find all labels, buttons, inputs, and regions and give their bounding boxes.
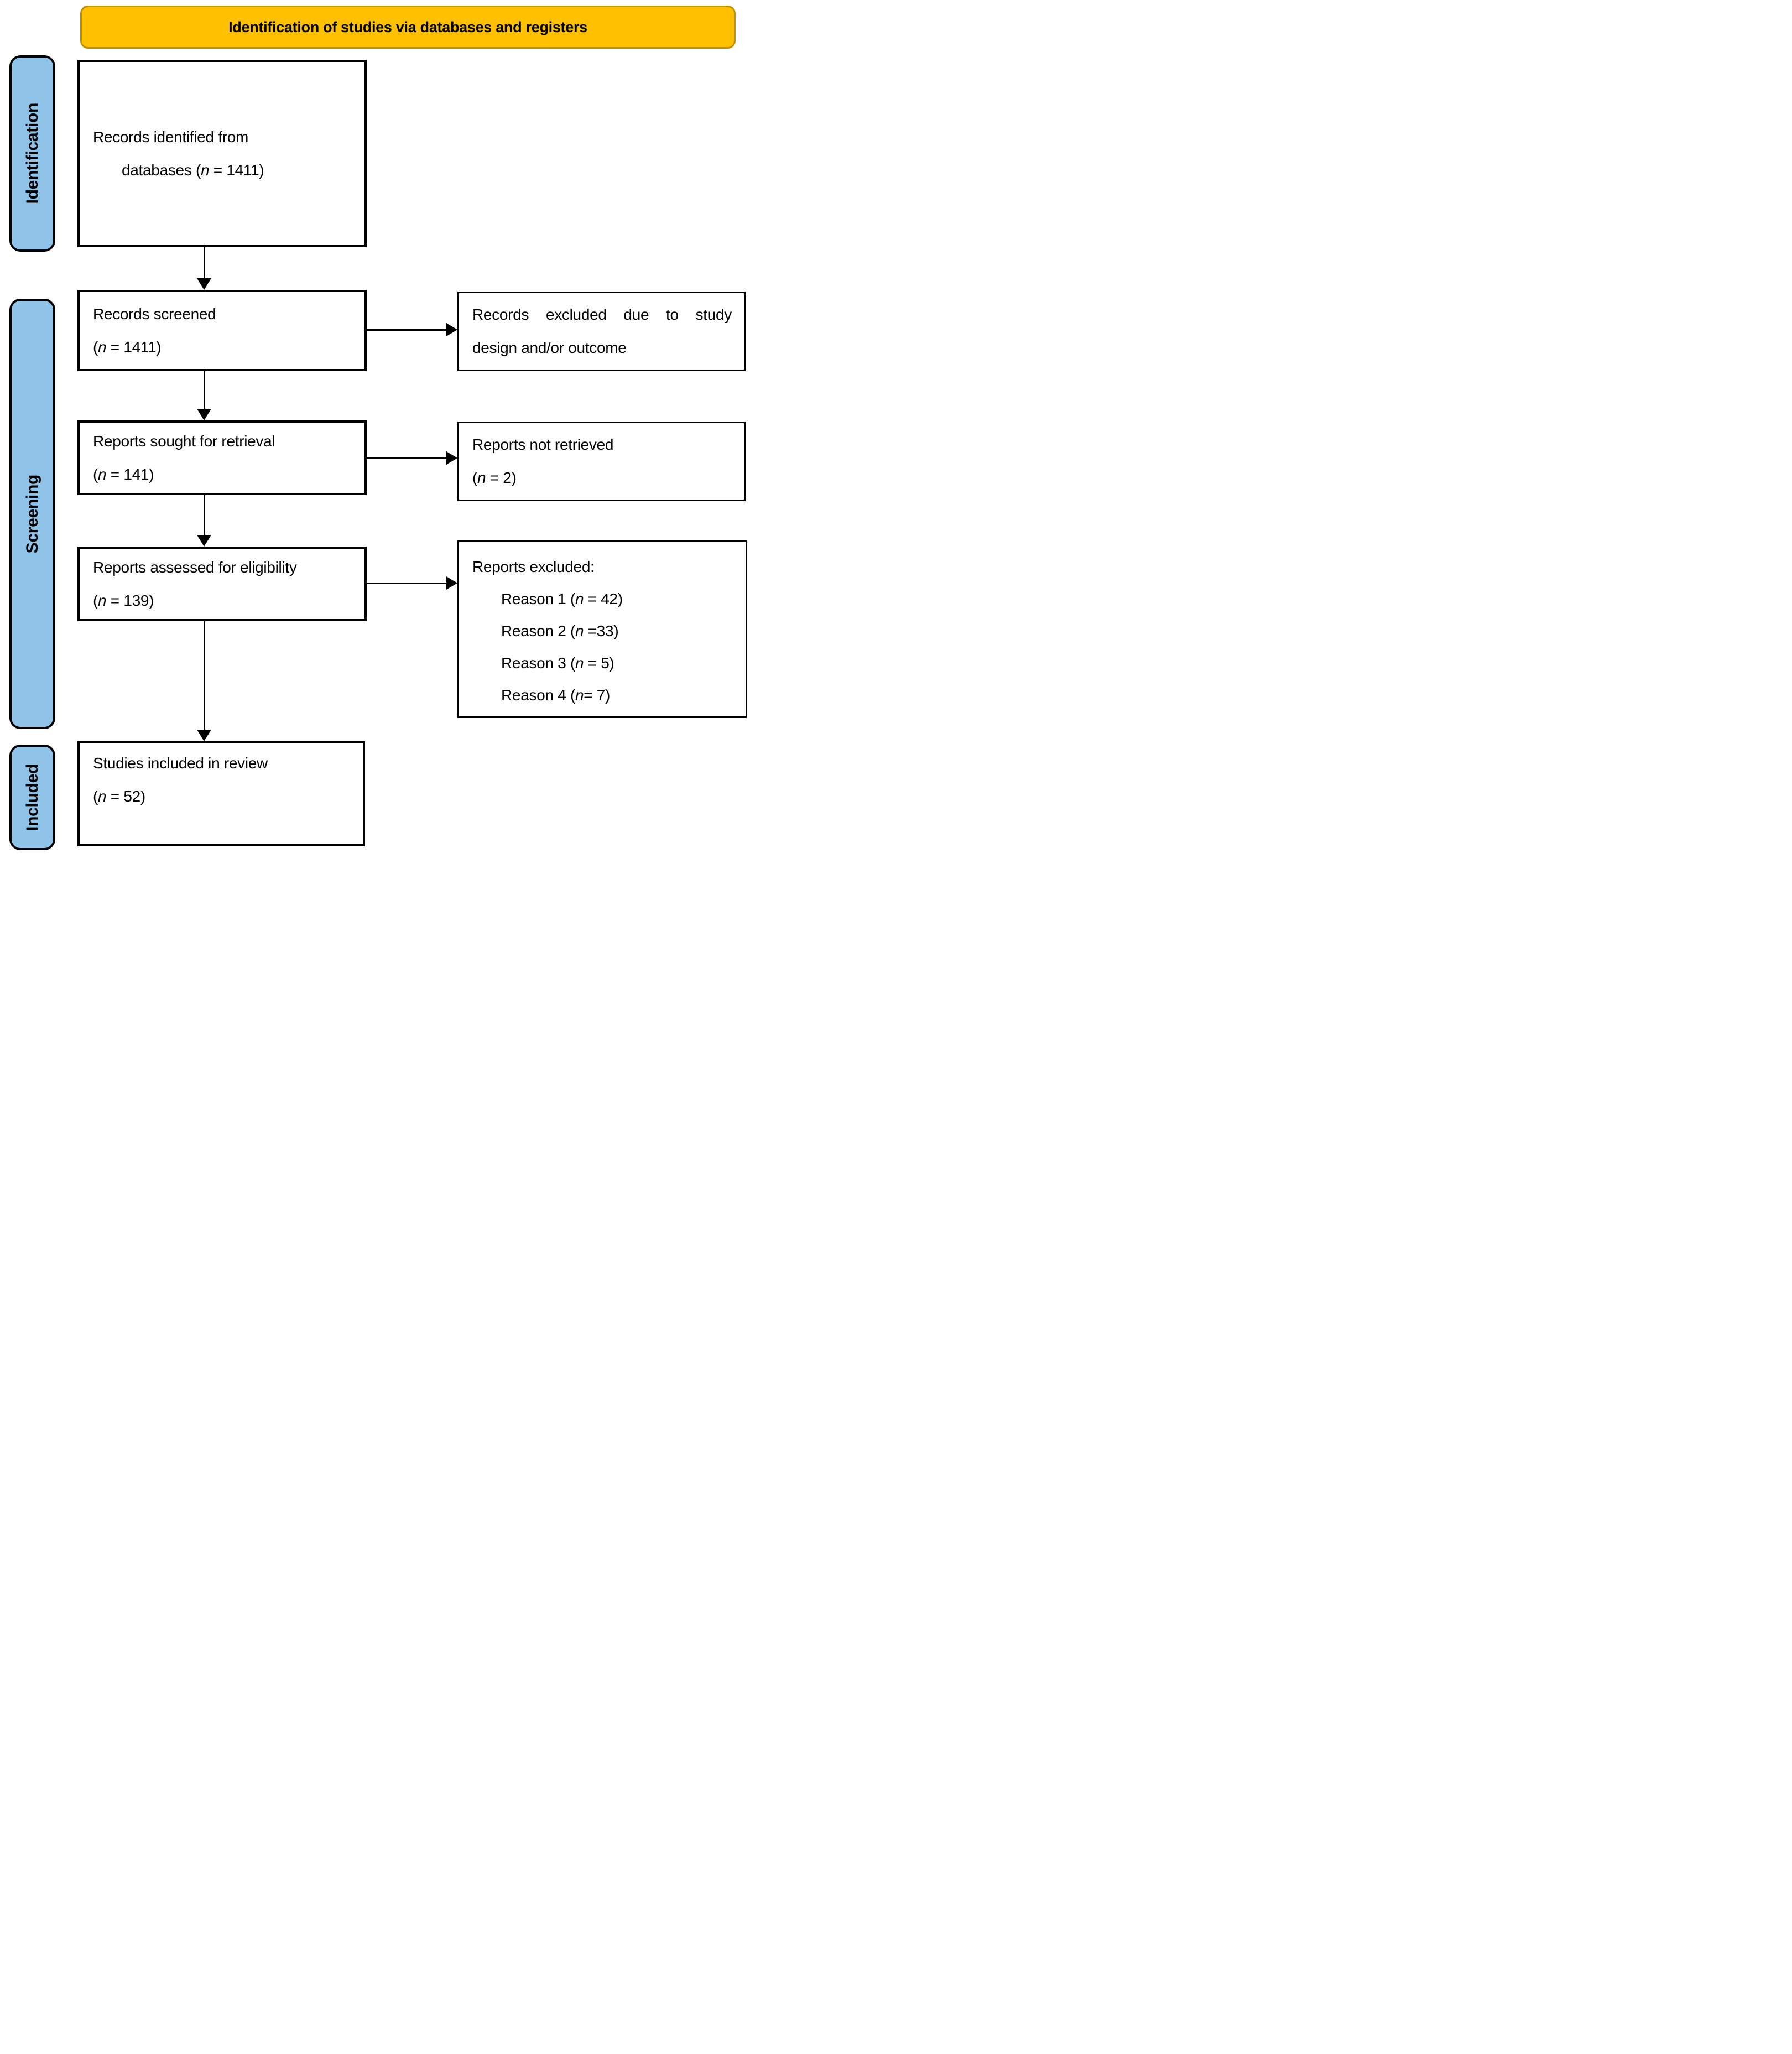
text-segment: Reason 3 ( bbox=[501, 654, 575, 672]
arrow-stem bbox=[367, 329, 449, 331]
arrow-head-right bbox=[446, 323, 457, 336]
n-italic: n bbox=[575, 654, 584, 672]
text-segment: Reason 2 ( bbox=[501, 622, 575, 639]
records-screened-line1: Records screened bbox=[93, 305, 216, 323]
arrow-stem bbox=[367, 457, 449, 459]
arrow-stem bbox=[204, 495, 205, 535]
arrow-stem bbox=[204, 247, 205, 279]
phase-label-included-text: Included bbox=[23, 764, 41, 831]
phase-label-included: Included bbox=[9, 745, 55, 850]
arrow-stem bbox=[367, 583, 449, 584]
reports-sought-line2: (n = 141) bbox=[93, 458, 357, 491]
phase-label-screening: Screening bbox=[9, 299, 55, 729]
box-records-screened: Records screened (n = 1411) bbox=[77, 290, 367, 371]
text-segment: =33) bbox=[584, 622, 619, 639]
arrow-head-down bbox=[197, 535, 211, 547]
text-segment: ( bbox=[93, 338, 98, 356]
arrow-stem bbox=[204, 621, 205, 730]
n-italic: n bbox=[98, 591, 107, 609]
text-segment: Reason 1 ( bbox=[501, 590, 575, 607]
phase-label-identification-text: Identification bbox=[23, 103, 41, 204]
text-segment: = 52) bbox=[106, 788, 145, 805]
prisma-flow-diagram: Identification of studies via databases … bbox=[0, 0, 747, 856]
arrow-sought-to-not-retrieved bbox=[367, 451, 457, 465]
n-italic: n bbox=[575, 590, 584, 607]
text-segment: = 5) bbox=[584, 654, 614, 672]
n-italic: n bbox=[477, 469, 486, 486]
box-records-identified: Records identified from databases (n = 1… bbox=[77, 60, 367, 247]
n-italic: n bbox=[98, 338, 107, 356]
box-records-excluded: Records excluded due to study design and… bbox=[457, 292, 746, 371]
text-segment: ( bbox=[472, 469, 478, 486]
n-italic: n bbox=[98, 465, 107, 483]
arrow-assessed-to-included bbox=[197, 621, 211, 741]
not-retrieved-line1: Reports not retrieved bbox=[472, 436, 614, 453]
text-segment: = 2) bbox=[486, 469, 517, 486]
not-retrieved-line2: (n = 2) bbox=[472, 461, 736, 495]
arrow-sought-to-assessed bbox=[197, 495, 211, 547]
records-identified-line1: Records identified from bbox=[93, 128, 249, 145]
reason-1: Reason 1 (n = 42) bbox=[501, 583, 738, 615]
box-reports-sought: Reports sought for retrieval (n = 141) bbox=[77, 420, 367, 495]
text-segment: ( bbox=[93, 591, 98, 609]
text-segment: ( bbox=[93, 788, 98, 805]
phase-label-screening-text: Screening bbox=[23, 474, 41, 554]
arrow-head-right bbox=[446, 576, 457, 590]
reason-2: Reason 2 (n =33) bbox=[501, 615, 738, 647]
reports-assessed-line2: (n = 139) bbox=[93, 584, 357, 617]
text-segment: = 7) bbox=[584, 687, 611, 704]
n-italic: n bbox=[575, 687, 584, 704]
arrow-head-down bbox=[197, 278, 211, 290]
arrow-head-down bbox=[197, 730, 211, 741]
records-excluded-line1: Records excluded due to study bbox=[472, 306, 732, 323]
arrow-screened-to-excluded bbox=[367, 323, 457, 336]
box-reports-assessed: Reports assessed for eligibility (n = 13… bbox=[77, 547, 367, 621]
text-segment: = 1411) bbox=[209, 161, 264, 179]
header-banner-label: Identification of studies via databases … bbox=[228, 18, 587, 35]
reports-assessed-line1: Reports assessed for eligibility bbox=[93, 558, 297, 576]
arrow-head-down bbox=[197, 409, 211, 420]
records-screened-line2: (n = 1411) bbox=[93, 331, 357, 364]
arrow-identified-to-screened bbox=[197, 247, 211, 290]
studies-included-line2: (n = 52) bbox=[93, 780, 355, 813]
reason-3: Reason 3 (n = 5) bbox=[501, 647, 738, 679]
n-italic: n bbox=[201, 161, 210, 179]
studies-included-line1: Studies included in review bbox=[93, 755, 268, 772]
n-italic: n bbox=[98, 788, 107, 805]
arrow-head-right bbox=[446, 451, 457, 465]
header-banner: Identification of studies via databases … bbox=[80, 6, 736, 49]
reports-excluded-header: Reports excluded: bbox=[472, 558, 595, 575]
n-italic: n bbox=[575, 622, 584, 639]
reports-sought-line1: Reports sought for retrieval bbox=[93, 432, 275, 450]
phase-label-identification: Identification bbox=[9, 55, 55, 252]
box-reports-excluded-reasons: Reports excluded: Reason 1 (n = 42) Reas… bbox=[457, 540, 747, 718]
records-identified-line2: databases (n = 1411) bbox=[122, 154, 357, 187]
records-excluded-line2: design and/or outcome bbox=[472, 339, 627, 356]
reason-4: Reason 4 (n= 7) bbox=[501, 679, 738, 711]
text-segment: Reason 4 ( bbox=[501, 687, 575, 704]
text-segment: = 141) bbox=[106, 465, 154, 483]
box-studies-included: Studies included in review (n = 52) bbox=[77, 741, 365, 846]
box-reports-not-retrieved: Reports not retrieved (n = 2) bbox=[457, 422, 746, 501]
text-segment: = 42) bbox=[584, 590, 623, 607]
text-segment: databases ( bbox=[122, 161, 201, 179]
arrow-stem bbox=[204, 371, 205, 409]
text-segment: = 1411) bbox=[106, 338, 162, 356]
text-segment: = 139) bbox=[106, 591, 154, 609]
arrow-assessed-to-excluded bbox=[367, 576, 457, 590]
text-segment: ( bbox=[93, 465, 98, 483]
arrow-screened-to-sought bbox=[197, 371, 211, 420]
